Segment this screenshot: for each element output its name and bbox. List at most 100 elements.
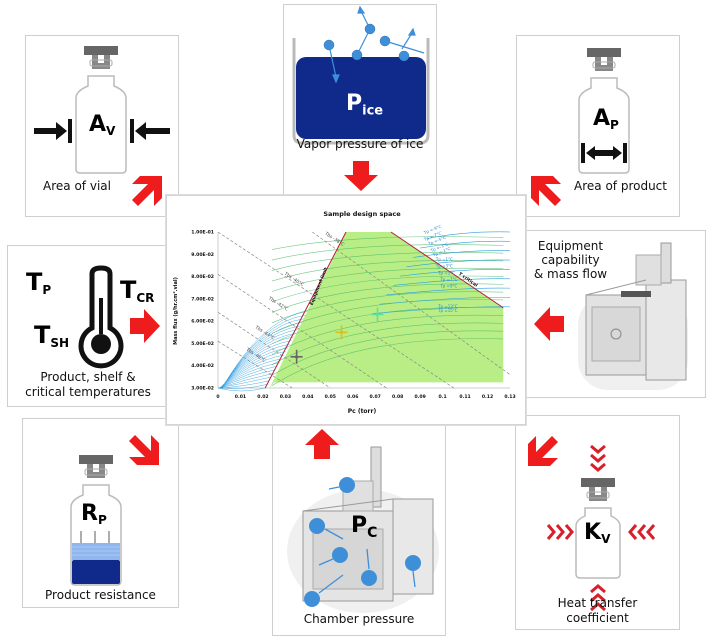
arrow-up-right-icon bbox=[129, 435, 159, 465]
x-tick-label: 0.06 bbox=[347, 394, 358, 400]
x-tick-label: 0.08 bbox=[392, 394, 403, 400]
design-space-chart: Sample design space Pc (torr) Mass flux … bbox=[173, 210, 516, 415]
symbol-tp: TP bbox=[26, 268, 52, 298]
green-tp-curve bbox=[271, 330, 504, 376]
y-tick-label: 8.00E-02 bbox=[191, 274, 214, 280]
heat-chevrons-top-icon bbox=[590, 444, 606, 472]
product-temp-label: Tp =-9°C bbox=[422, 224, 442, 236]
caption-area-of-vial: Area of vial bbox=[43, 179, 111, 193]
shelf-temp-label: Tbs -40°C bbox=[282, 270, 305, 288]
symbol-av: AV bbox=[89, 112, 116, 139]
blue-tp-curve bbox=[386, 287, 511, 296]
symbol-pc: PC bbox=[351, 513, 378, 541]
green-tp-curve bbox=[271, 244, 504, 261]
arrow-left-icon bbox=[534, 307, 564, 341]
freeze-dryer-icon bbox=[287, 446, 439, 613]
width-arrow-icon bbox=[581, 143, 627, 163]
blue-tp-curve bbox=[399, 269, 511, 277]
design-space-region bbox=[269, 232, 504, 388]
symbol-pice: Pice bbox=[346, 91, 384, 119]
freeze-dryer-icon bbox=[578, 242, 688, 390]
x-tick-label: 0.13 bbox=[504, 394, 515, 400]
product-temp-label: Tp =13°C bbox=[437, 304, 458, 309]
y-tick-label: 3.00E-02 bbox=[191, 386, 214, 392]
vial-icon bbox=[575, 478, 621, 579]
t-critical-line bbox=[390, 231, 504, 309]
symbol-rp: RP bbox=[81, 501, 107, 528]
arrow-in-left-icon bbox=[34, 119, 72, 143]
arrow-right-icon bbox=[130, 309, 160, 343]
x-tick-label: 0.09 bbox=[414, 394, 425, 400]
shelf-temp-line bbox=[217, 231, 455, 389]
green-tp-curve bbox=[271, 275, 504, 303]
equipment-limit-line bbox=[264, 231, 347, 389]
caption-heat-transfer-line2: coefficient bbox=[566, 611, 629, 625]
green-tp-curve bbox=[271, 252, 504, 271]
thermometer-icon bbox=[78, 265, 124, 369]
blue-tp-curve bbox=[221, 311, 309, 389]
design-point-center bbox=[339, 330, 344, 334]
caption-heat-transfer-line1: Heat transfer bbox=[557, 596, 638, 610]
caption-product-resistance: Product resistance bbox=[45, 588, 156, 602]
shelf-temp-line bbox=[217, 274, 387, 389]
product-temp-label: Tp =-3°C bbox=[429, 241, 449, 253]
x-tick-label: 0.11 bbox=[459, 394, 470, 400]
blue-tp-curve bbox=[420, 240, 511, 249]
panel-area-of-vial: AV Area of vial bbox=[25, 35, 179, 217]
symbol-tsh: TSH bbox=[34, 321, 70, 351]
caption-chamber-pressure: Chamber pressure bbox=[303, 612, 415, 626]
caption-vapor-pressure: Vapor pressure of ice bbox=[296, 137, 424, 151]
panel-area-of-product: AP Area of product bbox=[516, 35, 680, 217]
panel-vapor-pressure: Pice Vapor pressure of ice bbox=[283, 4, 437, 219]
blue-tp-curve bbox=[426, 231, 511, 239]
green-tp-curve bbox=[271, 267, 504, 292]
blue-tp-curve bbox=[219, 351, 286, 389]
y-tick-label: 4.00E-02 bbox=[191, 363, 214, 369]
blue-tp-curve bbox=[217, 387, 266, 392]
heat-chevrons-bottom-icon bbox=[590, 584, 606, 612]
caption-area-of-product: Area of product bbox=[574, 179, 667, 193]
x-tick-label: 0.03 bbox=[280, 394, 291, 400]
green-tp-curve bbox=[271, 291, 504, 324]
product-temp-label: Tp =-7°C bbox=[422, 230, 442, 242]
x-tick-label: 0.12 bbox=[482, 394, 493, 400]
green-tp-curve bbox=[271, 338, 504, 387]
y-tick-label: 5.00E-02 bbox=[191, 341, 214, 347]
x-tick-label: 0.07 bbox=[370, 394, 381, 400]
green-tp-curve bbox=[271, 314, 504, 355]
product-temp-label: Tp =1°C bbox=[435, 257, 453, 262]
green-tp-curve bbox=[271, 236, 504, 250]
panel-product-resistance: RP Product resistance bbox=[22, 418, 179, 608]
blue-tp-curve bbox=[219, 354, 284, 389]
y-tick-label: 6.00E-02 bbox=[191, 319, 214, 325]
caption-equipment-line1: Equipment bbox=[537, 239, 604, 253]
arrow-down-icon bbox=[344, 161, 378, 191]
x-tick-label: 0.01 bbox=[235, 394, 246, 400]
product-temp-label: Tp =5°C bbox=[437, 270, 455, 275]
product-temp-label: Tp =9°C bbox=[439, 284, 457, 289]
blue-tp-curve bbox=[379, 297, 511, 305]
blue-tp-curve bbox=[393, 278, 511, 286]
blue-tp-curve bbox=[372, 306, 511, 314]
x-tick-label: 0.04 bbox=[302, 394, 313, 400]
product-temp-label: Tp =-5°C bbox=[427, 235, 447, 247]
caption-temperatures-line1: Product, shelf & bbox=[40, 370, 136, 384]
panel-heat-transfer: KV Heat transfer coefficient bbox=[515, 415, 680, 630]
y-tick-label: 1.00E-01 bbox=[191, 230, 214, 236]
symbol-kv: KV bbox=[584, 520, 611, 547]
y-tick-label: 7.00E-02 bbox=[191, 296, 214, 302]
product-temp-label: Tp =3°C bbox=[435, 264, 453, 269]
x-tick-label: 0.05 bbox=[325, 394, 336, 400]
x-tick-label: 0.02 bbox=[257, 394, 268, 400]
panel-temperatures: TP TCR TSH Product, shelf & critical tem… bbox=[7, 245, 169, 407]
vial-icon bbox=[75, 46, 127, 174]
shelf-temp-line bbox=[217, 311, 331, 389]
panel-equipment: Equipment capability & mass flow bbox=[525, 230, 706, 398]
blue-tp-curve bbox=[406, 259, 511, 268]
symbol-ap: AP bbox=[593, 106, 619, 133]
x-tick-label: 0 bbox=[216, 394, 219, 400]
x-tick-label: 0.1 bbox=[439, 394, 447, 400]
green-tp-curve bbox=[271, 299, 504, 334]
y-tick-label: 9.00E-02 bbox=[191, 252, 214, 258]
green-tp-curve bbox=[271, 260, 504, 282]
